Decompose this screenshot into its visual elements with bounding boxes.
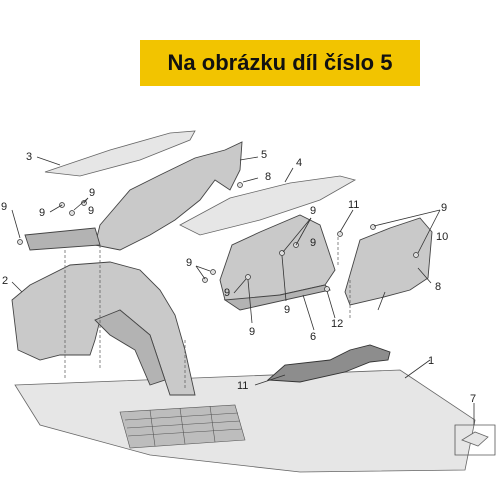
callout-label: 7 — [470, 393, 476, 405]
callout-label: 4 — [296, 157, 302, 169]
callout-label: 11 — [237, 380, 248, 392]
part-2-inner-face — [94, 309, 166, 386]
callout-label: 9 — [1, 201, 7, 213]
leader-lines — [11, 156, 475, 425]
part-12-right-panel — [344, 217, 433, 306]
callout-label: 9 — [284, 304, 290, 316]
callout-label: 9 — [88, 205, 94, 217]
callout-label: 1 — [428, 355, 434, 367]
part-7-clip-box — [454, 424, 496, 456]
banner-text: Na obrázku díl číslo 5 — [167, 50, 393, 75]
callout-label: 9 — [310, 237, 316, 249]
callout-labels: 1 2 3 4 5 6 7 8 8 9 9 9 9 9 9 9 9 9 9 9 … — [1, 149, 476, 405]
highlight-banner: Na obrázku díl číslo 5 — [140, 40, 420, 86]
callout-label: 9 — [186, 257, 192, 269]
callout-label: 8 — [435, 281, 441, 293]
callout-label: 6 — [310, 331, 316, 343]
callout-label: 9 — [310, 205, 316, 217]
part-4-middle-strip — [179, 175, 357, 236]
callout-label: 10 — [436, 231, 448, 243]
callout-label: 8 — [265, 171, 271, 183]
floor-grille — [119, 404, 246, 449]
callout-label: 9 — [224, 287, 230, 299]
part-2-left-shell — [11, 261, 196, 396]
callout-label: 9 — [441, 202, 447, 214]
callout-label: 11 — [348, 199, 359, 211]
lower-left-bracket — [24, 227, 101, 251]
part-5-side-panel — [94, 141, 243, 251]
callout-label: 9 — [39, 207, 45, 219]
part-10-floor-mat — [266, 344, 391, 383]
callout-label: 9 — [89, 187, 95, 199]
callout-label: 12 — [331, 318, 343, 330]
callout-label: 9 — [249, 326, 255, 338]
callout-label: 5 — [261, 149, 267, 161]
part-7-clip — [461, 431, 489, 447]
part-3-upper-strip — [44, 130, 196, 177]
callout-label: 3 — [26, 151, 32, 163]
assembly-guides — [64, 237, 351, 390]
callout-label: 2 — [2, 275, 8, 287]
